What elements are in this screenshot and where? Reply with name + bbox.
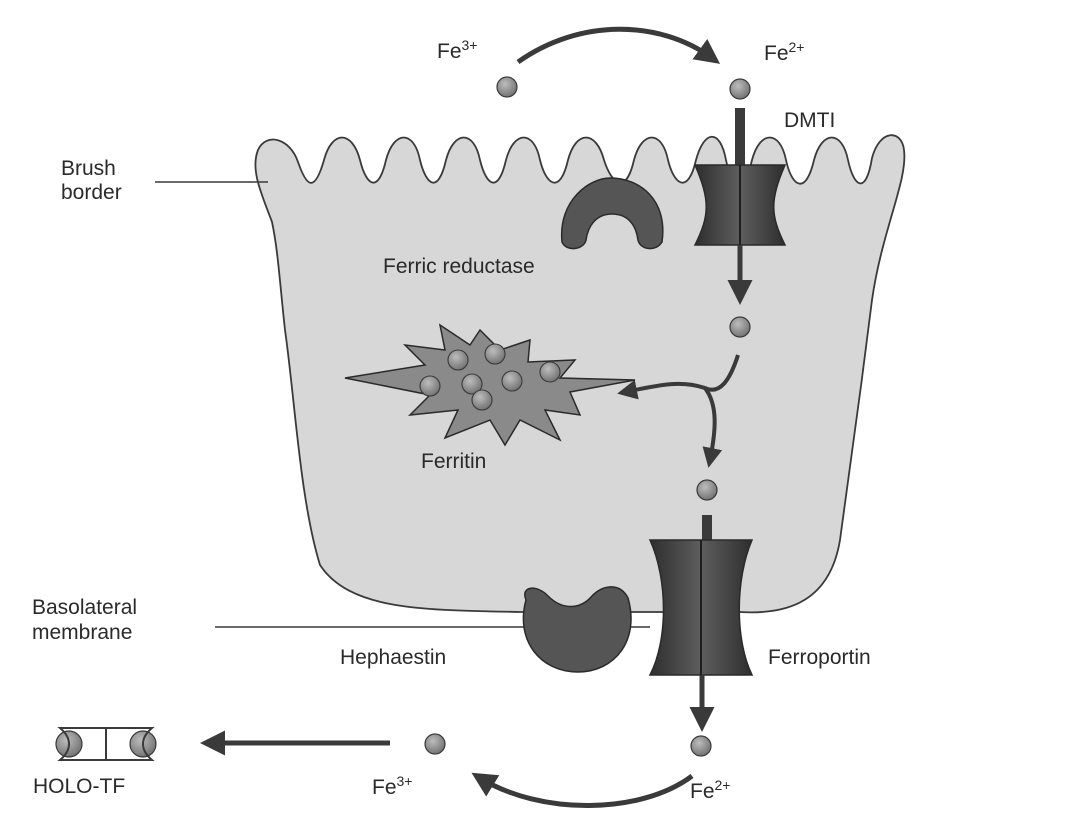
hephaestin-label: Hephaestin (340, 646, 446, 669)
basolateral-label-line1: Basolateral (32, 596, 137, 619)
fe2-ion-cytosol (730, 317, 750, 337)
oxidation-arrow-bottom (480, 776, 692, 806)
fe3-label-top: Fe3+ (437, 37, 477, 63)
ferritin-label: Ferritin (421, 450, 486, 473)
basolateral-label-line2: membrane (32, 621, 132, 644)
fe2-ion-top (730, 79, 750, 99)
dmt1-rod (735, 108, 745, 168)
fe2-label-bottom: Fe2+ (690, 777, 730, 803)
dmt1-label: DMTI (784, 109, 835, 132)
brush-border-label-line2: border (61, 181, 122, 204)
fe3-ion-top (497, 77, 517, 97)
fe3-ion-bottom (425, 734, 445, 754)
fe2-ion-bottom (691, 736, 711, 756)
fe2-label-top: Fe2+ (764, 39, 804, 65)
fe2-ion-basolateral (697, 480, 717, 500)
ferroportin-label: Ferroportin (768, 646, 871, 669)
ferric-reductase-label: Ferric reductase (383, 255, 535, 278)
holo-tf-icon (56, 728, 156, 760)
brush-border-label-line1: Brush (61, 157, 116, 180)
reduction-arrow-top (518, 29, 712, 62)
fe3-label-bottom: Fe3+ (372, 773, 412, 799)
holo-tf-label: HOLO-TF (33, 775, 125, 798)
